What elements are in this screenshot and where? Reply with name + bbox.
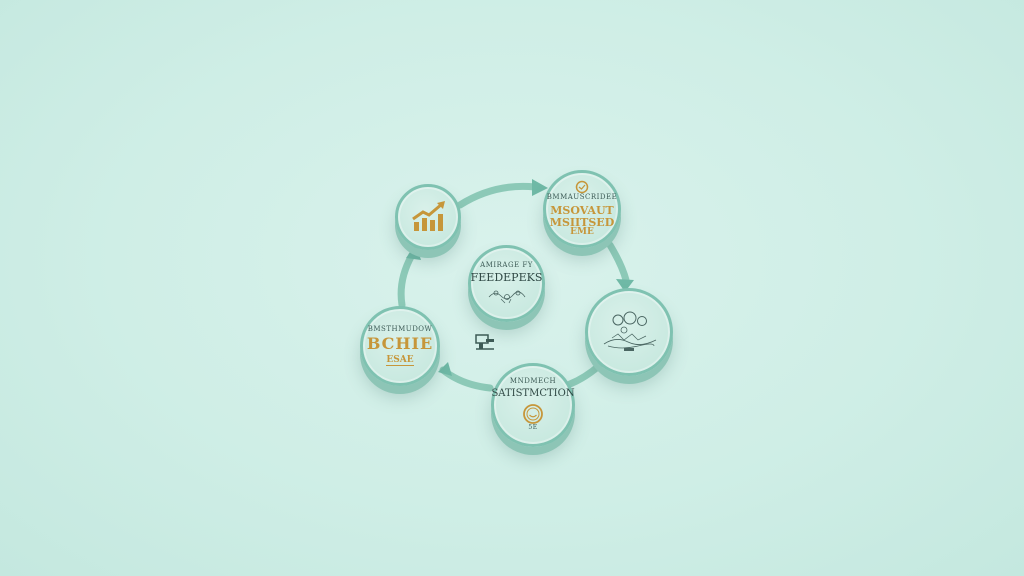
scribble-network-icon (488, 290, 525, 304)
smiley-medal-icon (523, 404, 543, 424)
top-right-line3: MSIITSED (549, 215, 615, 229)
left-line2: BCHIE (366, 334, 434, 354)
arrowhead-right-upper (616, 279, 634, 292)
node-growth (395, 184, 461, 250)
arrow-right-upper (606, 241, 630, 284)
node-left: BMSTHMUDOW BCHIE ESAE (360, 306, 440, 386)
bottom-line3: 5E (528, 424, 538, 432)
left-line3: ESAE (386, 355, 414, 367)
arrow-top (456, 182, 539, 209)
bottom-line1: MNDMECH (509, 377, 557, 386)
top-right-line2: MSOVAUT (550, 204, 614, 218)
left-line1: BMSTHMUDOW (367, 324, 433, 333)
arrow-right-lower (566, 361, 604, 388)
center-line2: FEEDEPEKS (470, 270, 543, 284)
node-right (585, 288, 673, 376)
center-line1: AMIRAGE FY (480, 261, 533, 270)
node-top-right: BMMAUSCRIDEE MSOVAUT MSIITSED EME (543, 170, 621, 248)
gears-network-icon (603, 311, 657, 351)
bar-chart-up-arrow-icon (412, 201, 445, 231)
node-center: AMIRAGE FY FEEDEPEKS (468, 245, 545, 322)
small-machine-icon (475, 334, 494, 350)
badge-icon (575, 181, 589, 194)
arrowhead-bottom-left (438, 362, 452, 376)
node-bottom: MNDMECH SATISTMCTION 5E (491, 363, 575, 447)
arrow-left (397, 251, 416, 309)
top-right-line4: EME (570, 227, 594, 238)
bottom-line2: SATISTMCTION (491, 388, 575, 400)
arrowhead-top (532, 179, 548, 196)
top-right-line1: BMMAUSCRIDEE (546, 193, 618, 202)
